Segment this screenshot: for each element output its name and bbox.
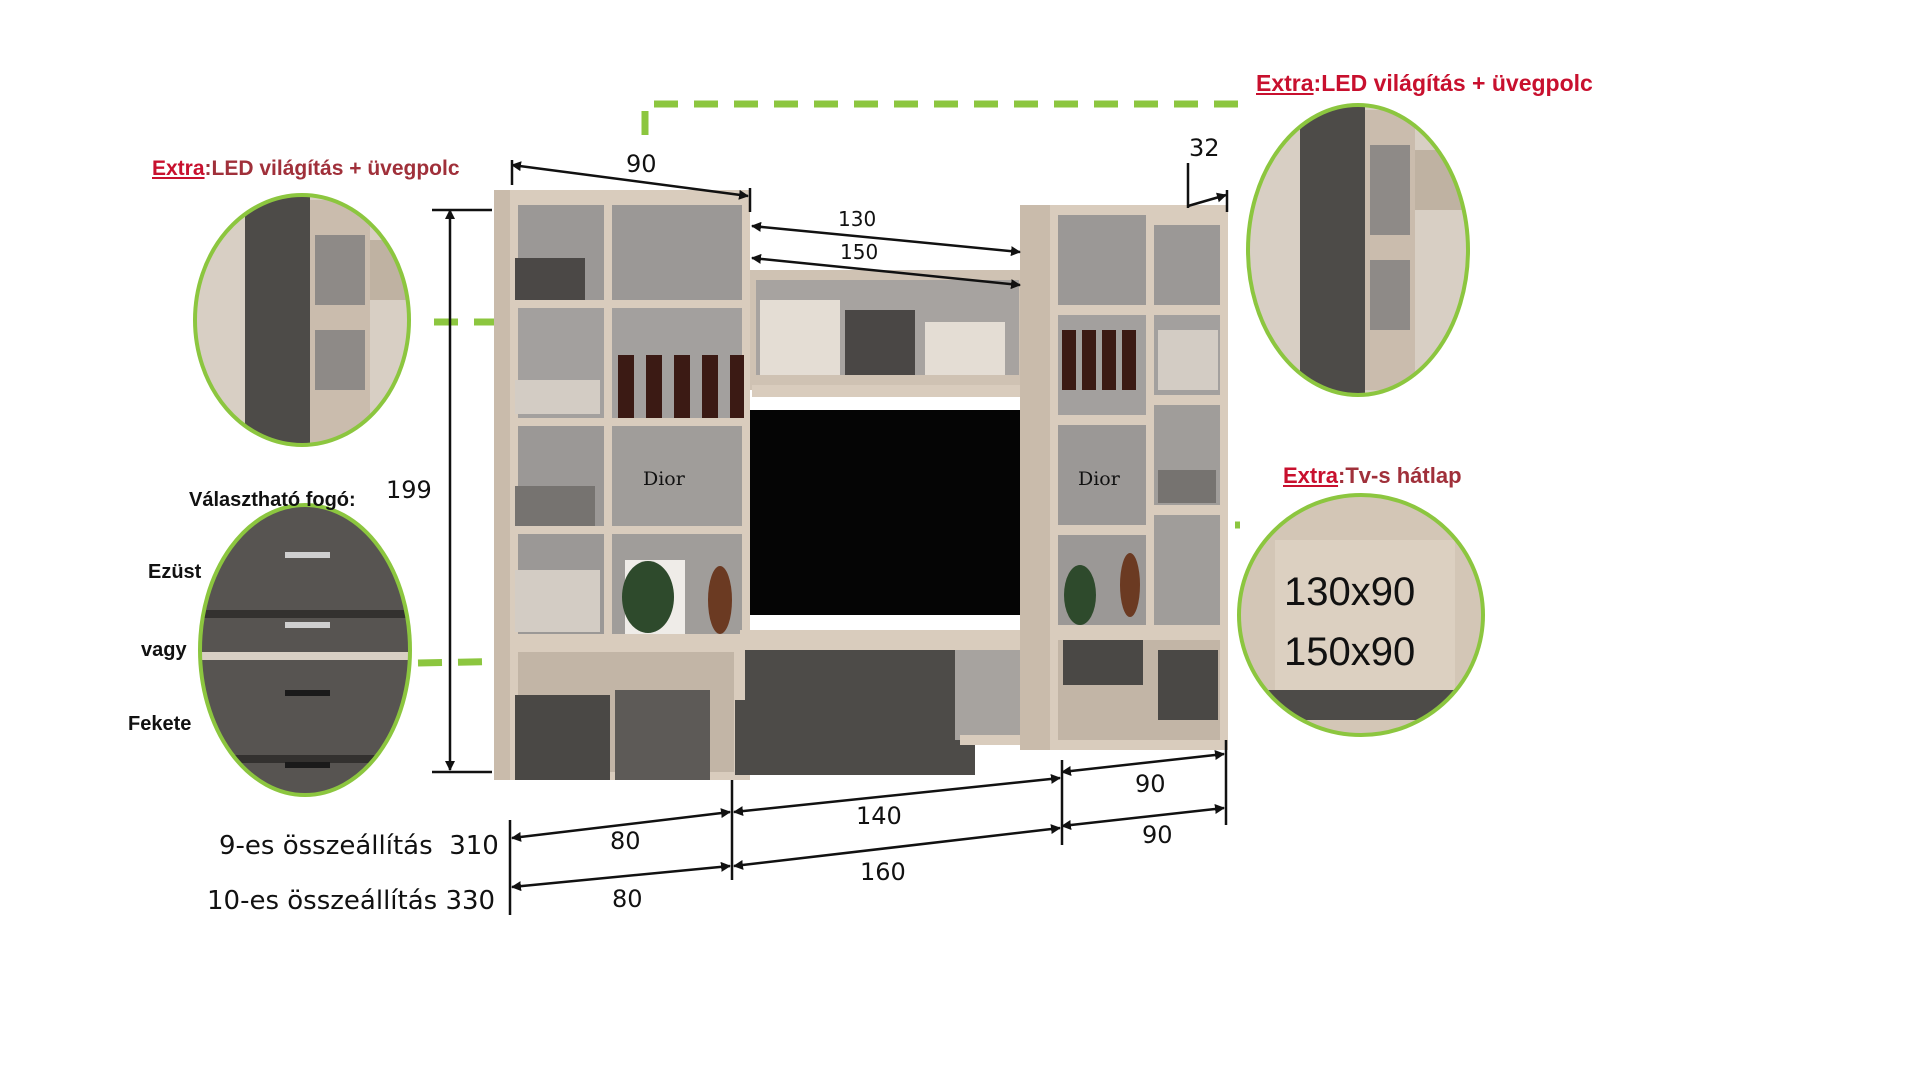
led-text: :LED világítás + üvegpolc	[204, 157, 460, 180]
callout-led-left	[193, 193, 411, 447]
callout-label-led-top-right: Extra:LED világítás + üvegpolc	[1256, 72, 1593, 95]
setup-10-total: 330	[445, 886, 496, 916]
book-label-left: Dior	[643, 468, 686, 490]
middle-section	[735, 270, 1060, 775]
setup-9: 9-es összeállítás 310	[219, 833, 499, 859]
extra-word: Extra	[1256, 70, 1314, 96]
wall-unit: Dior Dior	[494, 190, 1228, 780]
dim-right-bottom-1: 90	[1135, 770, 1166, 798]
handle-title: Választható fogó:	[189, 489, 356, 511]
dim-left-2: 80	[612, 885, 643, 913]
leader-top	[641, 100, 1240, 135]
silver-handle-icon	[285, 552, 330, 558]
dim-right-bottom-2: 90	[1142, 821, 1173, 849]
dim-bridge-inner: 130	[838, 207, 877, 231]
setup-9-label: 9-es összeállítás	[219, 831, 433, 861]
tv-text: :Tv-s hátlap	[1338, 463, 1462, 488]
dim-middle-2: 160	[860, 858, 906, 886]
led-text: :LED világítás + üvegpolc	[1313, 70, 1593, 96]
dim-middle-1: 140	[856, 802, 902, 830]
left-cabinet	[494, 190, 750, 780]
handle-or-label: vagy	[141, 639, 187, 661]
dim-depth: 32	[1189, 134, 1220, 162]
tv-screen	[750, 410, 1032, 615]
callout-handle	[198, 503, 412, 797]
black-handle-icon	[285, 690, 330, 696]
setup-9-total: 310	[449, 831, 499, 861]
callout-label-tv-back: Extra:Tv-s hátlap	[1283, 465, 1462, 487]
setup-10-label: 10-es összeállítás	[207, 886, 438, 916]
callout-label-led-left: Extra:LED világítás + üvegpolc	[152, 158, 460, 179]
dim-bridge-outer: 150	[840, 240, 879, 264]
back-panel-size-2: 150x90	[1284, 630, 1416, 674]
handle-black-label: Fekete	[128, 713, 192, 735]
back-panel-size-1: 130x90	[1284, 570, 1416, 614]
handle-silver-label: Ezüst	[148, 561, 202, 583]
callout-tv-back	[1237, 493, 1485, 737]
dim-height: 199	[386, 476, 432, 504]
dim-left-1: 80	[610, 827, 641, 855]
dimension-lines	[432, 160, 1229, 915]
setup-10: 10-es összeállítás 330	[207, 888, 495, 914]
extra-word: Extra	[1283, 463, 1339, 488]
right-cabinet	[1020, 205, 1228, 750]
extra-word: Extra	[152, 157, 205, 180]
book-label-right: Dior	[1078, 468, 1121, 490]
callout-led-right	[1246, 103, 1470, 397]
dim-top-left-width: 90	[626, 150, 657, 178]
